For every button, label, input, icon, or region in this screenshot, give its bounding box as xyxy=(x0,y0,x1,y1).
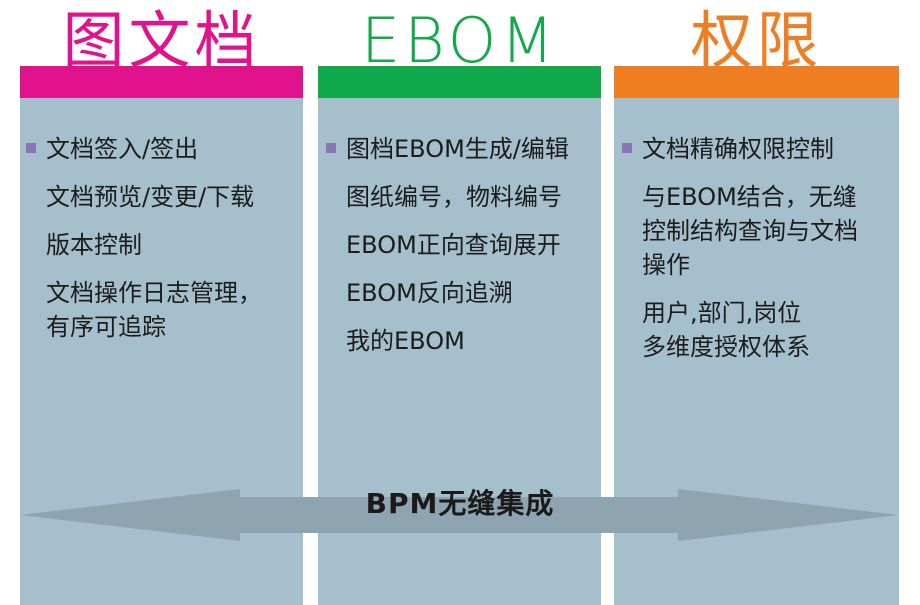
list-item: 图纸编号，物料编号 xyxy=(346,183,562,211)
list-item: 文档精确权限控制 xyxy=(622,132,898,166)
column-title-documents: 图文档 xyxy=(62,4,261,66)
list-item: 文档操作日志管理， 有序可追踪 xyxy=(46,279,262,341)
list-item: 与EBOM结合，无缝 控制结构查询与文档 操作 xyxy=(642,183,858,279)
list-item: 文档签入/签出 xyxy=(26,132,296,166)
square-bullet-icon xyxy=(326,143,336,153)
column-title-permissions: 权限 xyxy=(690,4,823,66)
list-item: EBOM反向追溯 xyxy=(346,279,513,307)
column-header-bar-permissions xyxy=(614,66,899,98)
column-items-ebom: 图档EBOM生成/编辑 图纸编号，物料编号 EBOM正向查询展开 EBOM反向追… xyxy=(326,132,598,372)
column-title-ebom: EBOM xyxy=(361,4,558,66)
list-item: 文档预览/变更/下载 xyxy=(46,183,255,211)
square-bullet-icon xyxy=(622,143,632,153)
list-item: 我的EBOM xyxy=(346,327,465,355)
list-item: 版本控制 xyxy=(46,231,142,259)
column-items-permissions: 文档精确权限控制 与EBOM结合，无缝 控制结构查询与文档 操作 用户,部门,岗… xyxy=(622,132,898,378)
list-item: 用户,部门,岗位 多维度授权体系 xyxy=(642,299,810,361)
list-item: EBOM正向查询展开 xyxy=(346,231,561,259)
column-header-bar-documents xyxy=(20,66,303,98)
column-header-bar-ebom xyxy=(318,66,601,98)
double-arrow-shape xyxy=(20,489,898,541)
integration-label: BPM无缝集成 xyxy=(365,487,555,520)
column-items-documents: 文档签入/签出 文档预览/变更/下载 版本控制 文档操作日志管理， 有序可追踪 xyxy=(26,132,296,358)
list-item: 图档EBOM生成/编辑 xyxy=(326,132,598,166)
square-bullet-icon xyxy=(26,143,36,153)
